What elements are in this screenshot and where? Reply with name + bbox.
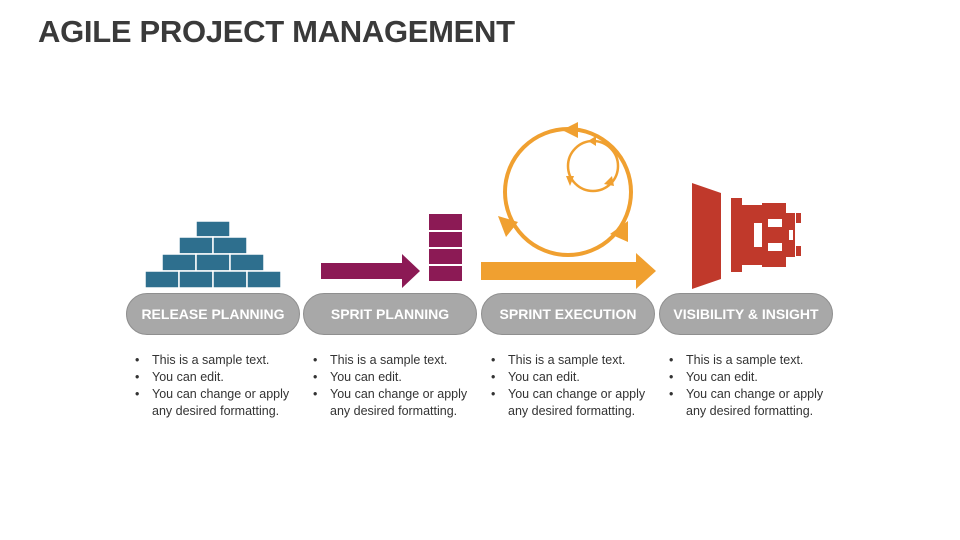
stage-pill-sprint-execution: SPRINT EXECUTION <box>481 293 655 335</box>
bullet-item: You can edit. <box>666 369 834 386</box>
stage-bullets-visibility-insight: This is a sample text. You can edit. You… <box>666 352 834 420</box>
bullet-item: You can edit. <box>310 369 478 386</box>
brick-pyramid-icon <box>144 220 282 289</box>
stage-pill-release-planning: RELEASE PLANNING <box>126 293 300 335</box>
binoculars-icon <box>692 183 801 289</box>
bullet-item: This is a sample text. <box>310 352 478 369</box>
bullet-item: You can change or apply any desired form… <box>310 386 478 420</box>
stage-bullets-sprint-execution: This is a sample text. You can edit. You… <box>488 352 656 420</box>
bullet-item: This is a sample text. <box>132 352 300 369</box>
stage-pill-visibility-insight: VISIBILITY & INSIGHT <box>659 293 833 335</box>
bullet-item: You can edit. <box>132 369 300 386</box>
sprint-cycle-icon <box>481 122 656 289</box>
page-title: AGILE PROJECT MANAGEMENT <box>38 14 515 49</box>
bullet-item: You can change or apply any desired form… <box>132 386 300 420</box>
stage-pill-sprit-planning: SPRIT PLANNING <box>303 293 477 335</box>
bullet-item: You can change or apply any desired form… <box>488 386 656 420</box>
bullet-item: You can edit. <box>488 369 656 386</box>
bullet-item: This is a sample text. <box>488 352 656 369</box>
stage-bullets-release: This is a sample text. You can edit. You… <box>132 352 300 420</box>
bullet-item: This is a sample text. <box>666 352 834 369</box>
arrow-to-stack-icon <box>321 212 464 288</box>
process-graphic <box>144 122 801 289</box>
bullet-item: You can change or apply any desired form… <box>666 386 834 420</box>
stage-bullets-sprit-planning: This is a sample text. You can edit. You… <box>310 352 478 420</box>
